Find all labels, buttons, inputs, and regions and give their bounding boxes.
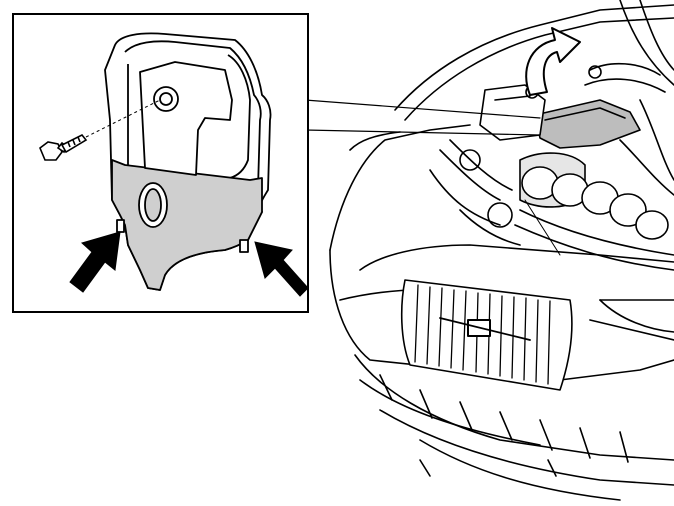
front-body bbox=[329, 244, 674, 381]
bolt-alignment-line bbox=[85, 99, 161, 138]
car-front-view bbox=[304, 0, 674, 501]
left-clip bbox=[116, 219, 125, 233]
bay-rim bbox=[349, 131, 401, 151]
detail-inset bbox=[12, 13, 309, 313]
headlight bbox=[599, 299, 674, 333]
bumper bbox=[354, 354, 674, 501]
bolt-icon bbox=[39, 133, 88, 161]
hoses bbox=[429, 62, 666, 246]
callout-line-top bbox=[304, 99, 541, 119]
open-hood bbox=[394, 0, 674, 121]
right-clip bbox=[239, 239, 249, 253]
right-arrow-icon bbox=[254, 241, 309, 297]
left-arrow-icon bbox=[69, 231, 121, 293]
timing-cover-icon bbox=[104, 32, 272, 291]
curved-arrow-icon bbox=[525, 27, 581, 96]
arrow-icon bbox=[254, 241, 309, 297]
timing-cover-highlight bbox=[534, 99, 641, 149]
left-fender bbox=[329, 124, 471, 251]
front-grille bbox=[400, 279, 573, 391]
intake-manifold bbox=[514, 152, 674, 271]
arrow-icon bbox=[69, 231, 121, 293]
callout-line-bottom bbox=[304, 129, 541, 136]
